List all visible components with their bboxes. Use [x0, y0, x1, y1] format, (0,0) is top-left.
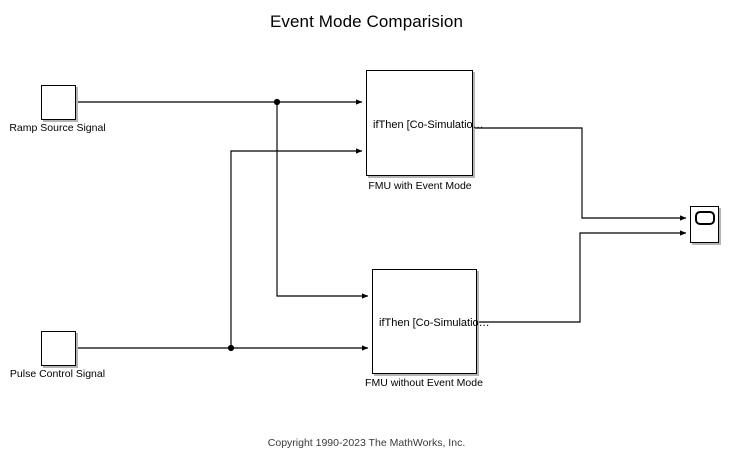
fmu-with-event-mode-label: FMU with Event Mode [368, 180, 472, 192]
fmu-without-event-mode-label: FMU without Event Mode [365, 377, 483, 389]
wire-fmu-event-out-to-scope-in1 [475, 127, 687, 221]
ramp-source-label: Ramp Source Signal [9, 122, 106, 134]
fmu-with-event-mode-inner-text: ifThen [Co-Simulatio… [373, 119, 484, 131]
ramp-signal-junction [273, 98, 281, 106]
pulse-source-block[interactable] [41, 331, 76, 366]
scope-icon [695, 211, 715, 225]
wire-fmu-noevent-out-to-scope-in2 [479, 230, 687, 323]
pulse-signal-junction [227, 344, 235, 352]
copyright-notice: Copyright 1990-2023 The MathWorks, Inc. [267, 437, 466, 449]
fmu-without-event-mode-block[interactable]: ifThen [Co-Simulatio… [372, 269, 490, 374]
pulse-source-label: Pulse Control Signal [9, 368, 106, 380]
fmu-without-event-mode-inner-text: ifThen [Co-Simulatio… [379, 317, 490, 329]
page-title: Event Mode Comparision [269, 12, 464, 31]
fmu-with-event-mode-block[interactable]: ifThen [Co-Simulatio… [366, 70, 484, 176]
ramp-source-block[interactable] [41, 85, 76, 120]
scope-block[interactable] [690, 206, 719, 243]
wire-ramp-branch-to-fmu-noevent-in1 [276, 102, 369, 299]
